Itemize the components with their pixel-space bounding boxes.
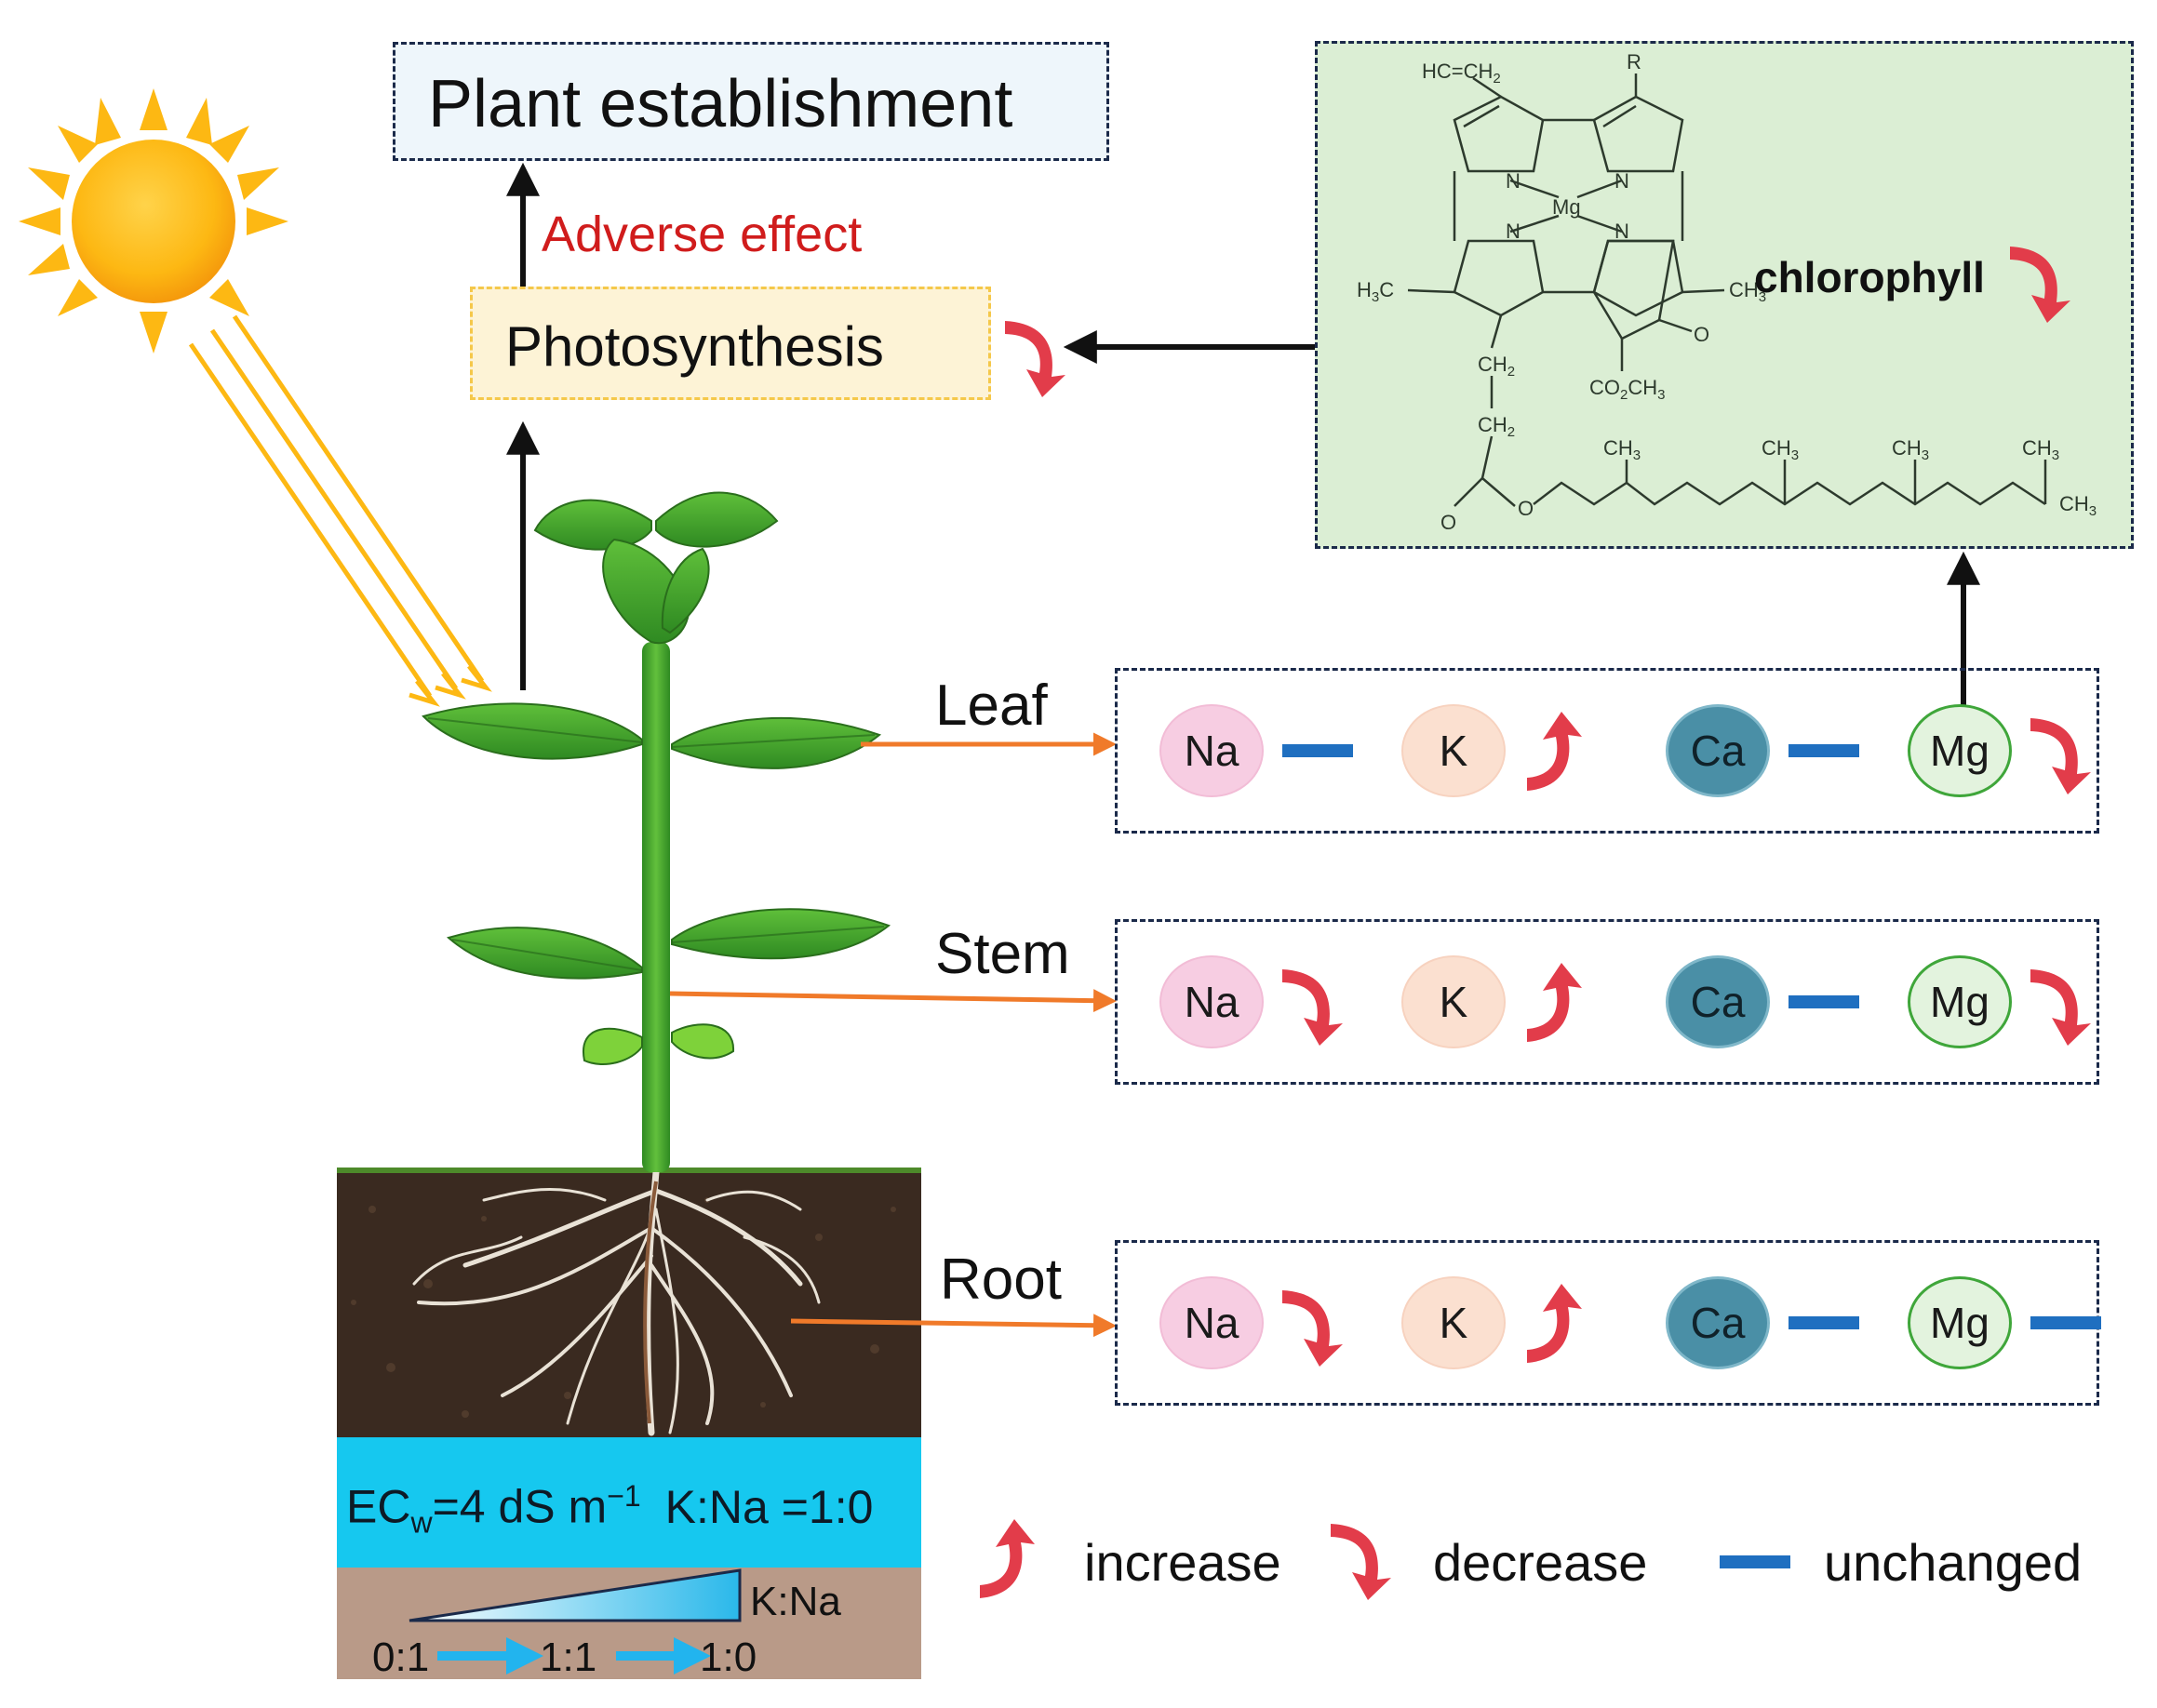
unchanged-icon (1789, 744, 1859, 757)
svg-text:O: O (1518, 497, 1534, 520)
increase-icon (1527, 712, 1582, 791)
ion-na-leaf: Na (1159, 704, 1264, 797)
unchanged-icon (1789, 995, 1859, 1008)
plant-establishment-box: Plant establishment (393, 42, 1109, 161)
svg-text:N: N (1506, 220, 1521, 243)
unchanged-icon (1789, 1316, 1859, 1329)
svg-text:CH3: CH3 (1892, 436, 1929, 463)
sunlight-rays (188, 314, 492, 707)
ion-mg-stem: Mg (1908, 955, 2012, 1048)
leaf-veins (427, 717, 885, 971)
sun-icon (19, 88, 288, 354)
svg-text:O: O (1440, 511, 1456, 534)
decrease-icon (2030, 718, 2091, 794)
svg-text:N: N (1614, 220, 1629, 243)
organ-arrows (669, 732, 1117, 1338)
svg-text:R: R (1627, 50, 1641, 73)
flow-arrows (506, 162, 1980, 714)
svg-text:CO2CH3: CO2CH3 (1589, 376, 1665, 403)
legend-increase-icon (980, 1519, 1035, 1598)
taproot (643, 1181, 658, 1424)
organ-label-stem: Stem (935, 922, 1070, 986)
svg-text:HC=CH2: HC=CH2 (1422, 60, 1501, 87)
ion-row-leaf (1115, 668, 2099, 834)
svg-text:N: N (1506, 169, 1521, 193)
ion-ca-leaf: Ca (1666, 704, 1770, 797)
organ-label-leaf: Leaf (935, 674, 1048, 738)
increase-icon (1527, 963, 1582, 1042)
chlorophyll-box (1315, 41, 2134, 549)
legend-unchanged-label: unchanged (1824, 1533, 2083, 1592)
legend-unchanged-icon (1720, 1555, 1790, 1568)
plant-stem (642, 642, 670, 1172)
ion-k-root: K (1401, 1276, 1506, 1369)
svg-text:CH3: CH3 (1603, 436, 1641, 463)
ion-mg-leaf: Mg (1908, 704, 2012, 797)
ratio-step-3: 1:0 (700, 1635, 757, 1680)
ion-k-leaf: K (1401, 704, 1506, 797)
svg-text:CH2: CH2 (1478, 413, 1515, 440)
ion-na-stem: Na (1159, 955, 1264, 1048)
svg-text:O: O (1694, 323, 1709, 346)
decrease-icon (1282, 1290, 1343, 1367)
photosynthesis-label: Photosynthesis (505, 315, 884, 378)
ion-mg-root: Mg (1908, 1276, 2012, 1369)
ion-ca-stem: Ca (1666, 955, 1770, 1048)
ion-k-stem: K (1401, 955, 1506, 1048)
chlorophyll-decrease-icon (2010, 247, 2070, 323)
svg-text:CH3: CH3 (1762, 436, 1799, 463)
adverse-effect-label: Adverse effect (542, 207, 863, 262)
stem-arrow (669, 989, 1117, 1013)
svg-text:CH3: CH3 (2059, 492, 2097, 519)
ratio-step-2: 1:1 (540, 1635, 597, 1680)
legend-increase-label: increase (1084, 1533, 1281, 1592)
ion-row-stem (1115, 919, 2099, 1085)
unchanged-icon (2030, 1316, 2101, 1329)
svg-text:CH3: CH3 (2022, 436, 2059, 463)
decrease-icon (2030, 969, 2091, 1046)
ratio-step-1: 0:1 (372, 1635, 430, 1680)
chlorophyll-structure: HC=CH2 R N N N N Mg H3C CH3 O CH2 CH2 CO… (1357, 50, 2097, 534)
plant-establishment-label: Plant establishment (428, 67, 1013, 141)
legend-decrease-icon (1331, 1524, 1391, 1600)
increase-icon (1527, 1284, 1582, 1363)
svg-text:Mg: Mg (1552, 195, 1581, 219)
photosynthesis-decrease-icon (1005, 321, 1065, 397)
organ-label-root: Root (940, 1248, 1062, 1312)
ion-ca-root: Ca (1666, 1276, 1770, 1369)
root-arrow (790, 1314, 1117, 1338)
photosynthesis-box: Photosynthesis (470, 287, 991, 400)
unchanged-icon (1282, 744, 1353, 757)
ion-na-root: Na (1159, 1276, 1264, 1369)
legend-decrease-label: decrease (1433, 1533, 1648, 1592)
decrease-icon (1282, 969, 1343, 1046)
svg-text:H3C: H3C (1357, 278, 1394, 305)
svg-text:CH2: CH2 (1478, 353, 1515, 380)
ratio-wedge-label: K:Na (750, 1579, 841, 1624)
chlorophyll-label: chlorophyll (1754, 253, 1985, 301)
svg-text:N: N (1614, 169, 1629, 193)
